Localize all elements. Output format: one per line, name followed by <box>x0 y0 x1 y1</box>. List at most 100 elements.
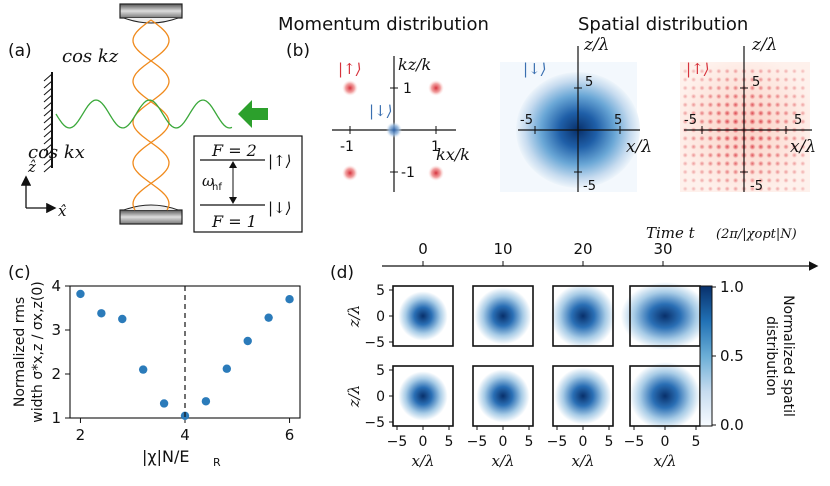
density-plot <box>472 285 534 347</box>
lattice-spot <box>749 168 756 176</box>
lattice-spot <box>732 151 740 159</box>
density-plot: 50−5z/λ <box>345 283 454 351</box>
momentum-spot-ur <box>428 80 444 96</box>
time-title: Time t <box>646 224 696 242</box>
lattice-spot <box>682 143 689 150</box>
lattice-spot <box>766 68 773 75</box>
lattice-spot <box>791 68 798 74</box>
panel-d-xlabel: x/λ <box>491 452 514 470</box>
lattice-spot <box>799 143 806 150</box>
lattice-spot <box>765 143 773 151</box>
lattice-spot <box>715 185 722 192</box>
lattice-spot <box>757 93 765 100</box>
lattice-spot <box>800 177 806 184</box>
lattice-spot <box>724 168 731 176</box>
lattice-spot <box>690 135 697 142</box>
lattice-spot <box>698 101 706 108</box>
lattice-spot <box>791 169 798 175</box>
momentum-spot-ul <box>342 80 358 96</box>
lattice-spot <box>800 169 806 175</box>
scatter-point <box>76 289 85 299</box>
lattice-spot <box>783 85 789 91</box>
colorbar-label-2: distribution <box>763 316 779 396</box>
colorbar <box>699 285 713 427</box>
pump-wave <box>55 99 233 129</box>
lattice-spot <box>799 118 806 125</box>
cos-kx-label: cos kx <box>28 142 85 163</box>
lattice-spots <box>682 68 806 192</box>
lattice-spot <box>732 101 740 109</box>
lattice-spot <box>757 151 765 159</box>
lattice-spot <box>799 160 806 167</box>
lattice-spot <box>749 68 756 75</box>
lattice-spot <box>698 152 706 159</box>
density-plot <box>620 282 710 350</box>
lattice-spot <box>682 118 689 125</box>
lattice-spot <box>783 76 789 83</box>
lattice-spot <box>732 177 739 184</box>
kz-tick-m1: -1 <box>401 165 415 181</box>
kx-axis-label: kx/k <box>436 145 470 164</box>
colorbar-label-1: Normalized spatil <box>780 295 796 417</box>
lattice-spot <box>698 135 706 142</box>
panel-d-ytick: −5 <box>364 415 385 431</box>
panel-d-xtick: 5 <box>692 434 701 450</box>
ket-up-momentum: |↑⟩ <box>338 60 361 78</box>
panel-d-xtick: 5 <box>445 434 454 450</box>
lattice-spot <box>732 68 739 75</box>
lattice-spot <box>748 109 757 117</box>
colorbar-tick-1: 1.0 <box>720 278 744 296</box>
spatial-up-tick-right: 5 <box>794 113 802 128</box>
plot-c-ytick: 3 <box>51 321 61 339</box>
spatial-up-tick-bottom: -5 <box>750 179 763 194</box>
lattice-spot <box>732 76 739 83</box>
panel-d-ytick: 5 <box>376 363 385 379</box>
spatial-up-tick-top: 5 <box>752 75 760 90</box>
plot-c-ytick: 4 <box>51 277 61 295</box>
lattice-spot <box>724 185 731 192</box>
lattice-spot <box>682 93 689 100</box>
lattice-spot <box>765 118 773 126</box>
ket-up-spatial: |↑⟩ <box>686 60 709 78</box>
lattice-spot <box>732 168 739 176</box>
lattice-spot <box>749 84 756 92</box>
lattice-spot <box>715 143 723 151</box>
lattice-spot <box>800 85 806 91</box>
lattice-spot <box>774 168 781 176</box>
time-tick-label: 30 <box>653 240 672 258</box>
lattice-spot <box>749 177 756 184</box>
pump-arrow-icon <box>238 100 268 128</box>
lattice-spot <box>765 93 773 100</box>
lattice-spot <box>774 68 781 75</box>
momentum-title: Momentum distribution <box>278 14 489 35</box>
lattice-spot <box>791 101 798 108</box>
cos-kz-label: cos kz <box>62 46 119 67</box>
panel-a-label: (a) <box>8 41 32 61</box>
momentum-plot: |↑⟩ |↓⟩ kz/k kx/k 1 -1 -1 1 <box>332 55 470 192</box>
spatial-tick-right: 5 <box>614 113 622 128</box>
lattice-spot <box>783 68 789 74</box>
lattice-spot <box>699 85 705 91</box>
lattice-spot <box>690 101 697 108</box>
momentum-spot-lr <box>428 165 444 181</box>
omega-sub: hf <box>212 182 222 193</box>
scatter-point <box>201 397 211 406</box>
retro-mirror <box>43 72 53 173</box>
panel-d-xlabel: x/λ <box>571 452 594 470</box>
lattice-spot <box>699 76 705 83</box>
lattice-spot <box>791 135 798 142</box>
lattice-spot <box>757 101 765 109</box>
lattice-spot <box>731 117 740 126</box>
scatter-point <box>243 336 252 346</box>
lattice-spot <box>774 151 781 159</box>
colorbar-tick-0: 0.0 <box>720 416 744 434</box>
lattice-spot <box>765 101 773 109</box>
lattice-spot <box>765 134 773 142</box>
lattice-spot <box>731 109 740 117</box>
lattice-spot <box>774 101 781 109</box>
panel-a: (a) cos kz cos kx ẑ x̂ <box>8 3 303 233</box>
lattice-spot <box>757 185 764 192</box>
scatter-point <box>222 364 232 373</box>
lattice-spot <box>707 135 714 142</box>
